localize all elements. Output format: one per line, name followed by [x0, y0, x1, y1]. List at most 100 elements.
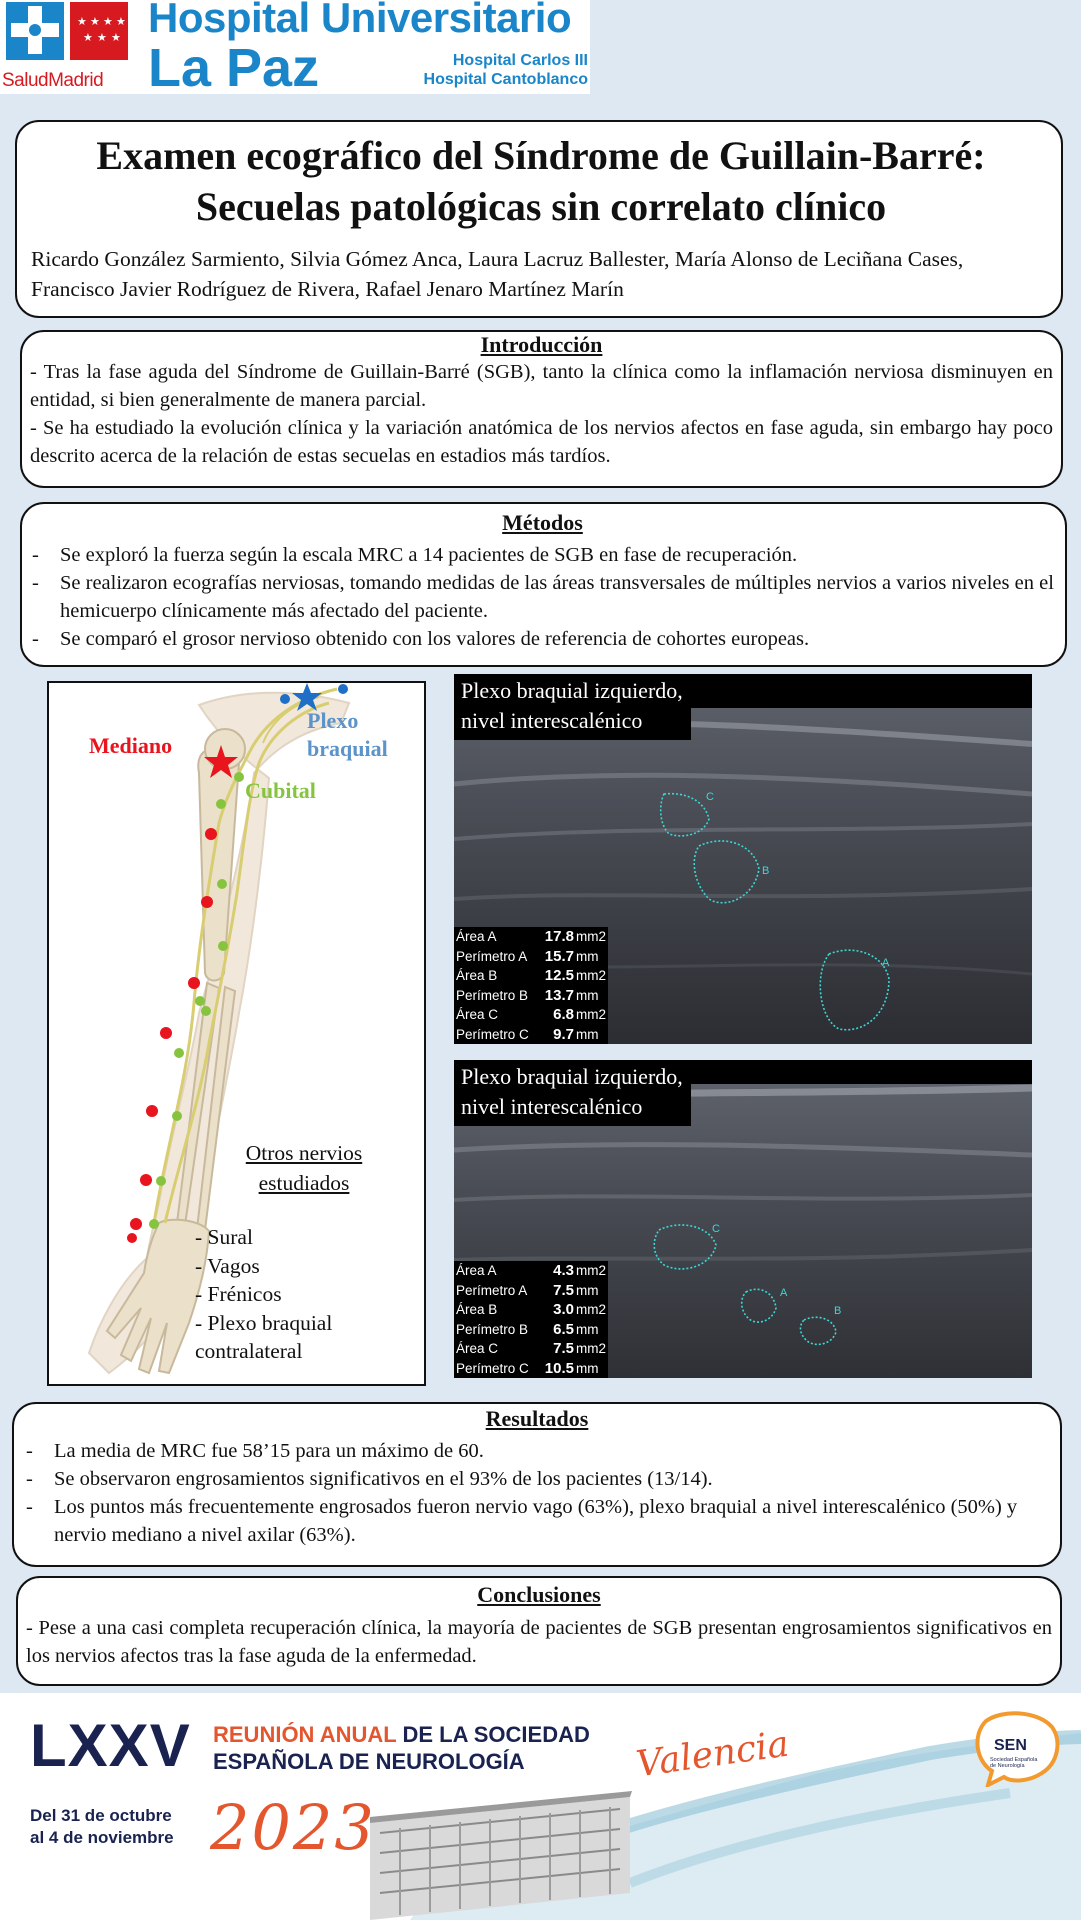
- caption-line: Plexo braquial izquierdo,: [461, 678, 683, 703]
- list-item: - Frénicos: [195, 1282, 282, 1306]
- measure-label: Perímetro A: [456, 948, 528, 964]
- caption-line: nivel interescalénico: [461, 708, 643, 733]
- hospital-name-la-paz: La Paz: [148, 38, 320, 98]
- mediano-dot: [160, 1027, 172, 1039]
- us-marker-a: A: [882, 957, 890, 969]
- resultados-list: La media de MRC fue 58’15 para un máximo…: [24, 1437, 1050, 1549]
- measure-label: Perímetro C: [456, 1026, 529, 1042]
- list-item: - Sural: [195, 1225, 253, 1249]
- measure-unit: mm: [575, 948, 599, 964]
- congress-footer: LXXV REUNIÓN ANUAL DE LA SOCIEDAD ESPAÑO…: [0, 1693, 1081, 1920]
- ultrasound-caption: Plexo braquial izquierdo, nivel interesc…: [454, 674, 691, 740]
- sen-logo-text: SEN: [994, 1737, 1027, 1754]
- congress-name-part: REUNIÓN ANUAL: [213, 1722, 397, 1747]
- measure-label: Área A: [456, 1263, 497, 1278]
- mediano-dot: [146, 1105, 158, 1117]
- metodos-section: Métodos Se exploró la fuerza según la es…: [20, 502, 1067, 667]
- ultrasound-image-1: C B A Plexo braquial izquierdo, nivel in…: [454, 674, 1032, 1044]
- label-braquial: braquial: [307, 736, 388, 761]
- date-line: al 4 de noviembre: [30, 1828, 174, 1847]
- measure-unit: mm2: [575, 1341, 606, 1356]
- list-item: Se comparó el grosor nervioso obtenido c…: [30, 625, 1055, 653]
- congress-dates: Del 31 de octubre al 4 de noviembre: [30, 1805, 174, 1849]
- measure-value: 6.5: [553, 1320, 574, 1338]
- us-marker-c: C: [712, 1223, 720, 1235]
- conclusiones-text: - Pese a una casi completa recuperación …: [26, 1617, 1052, 1667]
- authors: Ricardo González Sarmiento, Silvia Gómez…: [31, 247, 964, 301]
- measure-label: Perímetro B: [456, 1321, 529, 1337]
- list-item: La media de MRC fue 58’15 para un máximo…: [24, 1437, 1050, 1465]
- hospital-cantoblanco: Hospital Cantoblanco: [423, 71, 588, 88]
- measure-unit: mm: [575, 1026, 599, 1042]
- metodos-heading: Métodos: [502, 510, 583, 535]
- building-illustration: [370, 1791, 632, 1920]
- list-item: Se realizaron ecografías nerviosas, toma…: [30, 569, 1055, 625]
- measure-value: 13.7: [544, 986, 574, 1004]
- cubital-dot: [172, 1111, 182, 1121]
- ultrasound-image-2: C A B Plexo braquial izquierdo, nivel in…: [454, 1060, 1032, 1378]
- metodos-list: Se exploró la fuerza según la escala MRC…: [30, 541, 1055, 653]
- mediano-dot: [205, 828, 217, 840]
- sen-logo-subtitle: Sociedad Española de Neurología: [990, 1757, 1038, 1769]
- cubital-dot: [174, 1048, 184, 1058]
- poster-title-line2: Secuelas patológicas sin correlato clíni…: [195, 184, 887, 229]
- congress-year: 2023: [210, 1791, 376, 1864]
- mediano-dot: [130, 1218, 142, 1230]
- title-box: Examen ecográfico del Síndrome de Guilla…: [15, 120, 1063, 318]
- measure-unit: mm: [575, 1282, 599, 1298]
- caption-line: Plexo braquial izquierdo,: [461, 1064, 683, 1089]
- measure-label: Perímetro B: [456, 987, 529, 1003]
- conclusiones-section: Conclusiones - Pese a una casi completa …: [16, 1576, 1062, 1686]
- measure-label: Área C: [456, 1007, 499, 1022]
- congress-name: REUNIÓN ANUAL DE LA SOCIEDAD ESPAÑOLA DE…: [213, 1721, 590, 1775]
- valencia-artwork: [370, 1730, 1081, 1920]
- measure-unit: mm2: [575, 1007, 606, 1022]
- congress-edition: LXXV: [30, 1712, 191, 1779]
- measure-unit: mm2: [575, 1263, 606, 1278]
- measure-value: 3.0: [553, 1301, 574, 1318]
- list-item: - Plexo braquial: [195, 1310, 333, 1335]
- hospital-name: Hospital Universitario: [148, 0, 572, 41]
- hospital-carlos-iii: Hospital Carlos III: [452, 52, 588, 69]
- measure-value: 9.7: [553, 1025, 574, 1043]
- cubital-dot: [216, 799, 226, 809]
- measure-unit: mm: [575, 1360, 599, 1376]
- salud-madrid-text: SaludMadrid: [2, 70, 104, 91]
- measure-value: 6.8: [553, 1006, 574, 1023]
- plexo-dot: [338, 684, 348, 694]
- sen-logo-icon: [975, 1711, 1060, 1787]
- caption-line: nivel interescalénico: [461, 1094, 643, 1119]
- introduccion-heading: Introducción: [480, 332, 603, 357]
- measure-value: 7.5: [553, 1281, 574, 1299]
- resultados-section: Resultados La media de MRC fue 58’15 par…: [12, 1402, 1062, 1567]
- measure-label: Perímetro A: [456, 1282, 528, 1298]
- measure-value: 10.5: [544, 1359, 574, 1377]
- list-item: contralateral: [195, 1339, 303, 1363]
- label-mediano: Mediano: [89, 733, 173, 758]
- measure-unit: mm2: [575, 1302, 606, 1317]
- introduccion-paragraph: - Se ha estudiado la evolución clínica y…: [30, 417, 1053, 467]
- madrid-flag-icon: ★★★★ ★★★: [70, 2, 128, 60]
- measure-label: Área A: [456, 929, 497, 944]
- list-item: - Vagos: [195, 1253, 260, 1278]
- us-marker-c: C: [706, 791, 714, 803]
- measure-unit: mm2: [575, 929, 606, 944]
- cubital-dot: [201, 1006, 211, 1016]
- arm-skeleton-illustration: [87, 683, 351, 1375]
- mediano-star-icon: [204, 745, 238, 778]
- measure-label: Área B: [456, 1302, 498, 1317]
- measure-unit: mm: [575, 987, 599, 1003]
- label-cubital: Cubital: [245, 778, 316, 803]
- mediano-dot: [127, 1233, 137, 1243]
- cubital-dot: [149, 1219, 159, 1229]
- measure-value: 17.8: [544, 928, 574, 945]
- hospital-logo: ★★★★ ★★★ SaludMadrid Hospital Universita…: [0, 0, 590, 98]
- arm-nerve-diagram: Mediano Plexo braquial Cubital Otros ner…: [47, 681, 426, 1386]
